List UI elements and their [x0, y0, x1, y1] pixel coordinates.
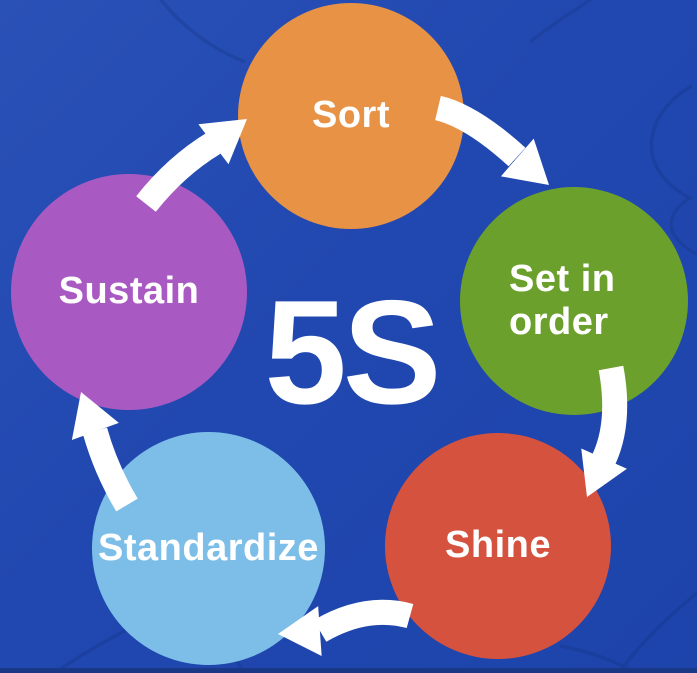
step-circle-sort: Sort	[238, 3, 464, 229]
center-title: 5S	[264, 270, 441, 436]
step-circle-sustain: Sustain	[11, 174, 247, 410]
step-label-sort: Sort	[312, 94, 390, 137]
bottom-edge-strip	[0, 668, 697, 673]
step-label-sustain: Sustain	[58, 270, 200, 313]
step-circle-shine: Shine	[385, 433, 611, 659]
step-circle-standardize: Standardize	[92, 432, 325, 665]
step-label-standardize: Standardize	[98, 526, 319, 569]
step-label-set-in-order: Set in order	[509, 257, 616, 343]
step-label-shine: Shine	[445, 524, 551, 567]
step-circle-set-in-order: Set in order	[460, 187, 688, 415]
